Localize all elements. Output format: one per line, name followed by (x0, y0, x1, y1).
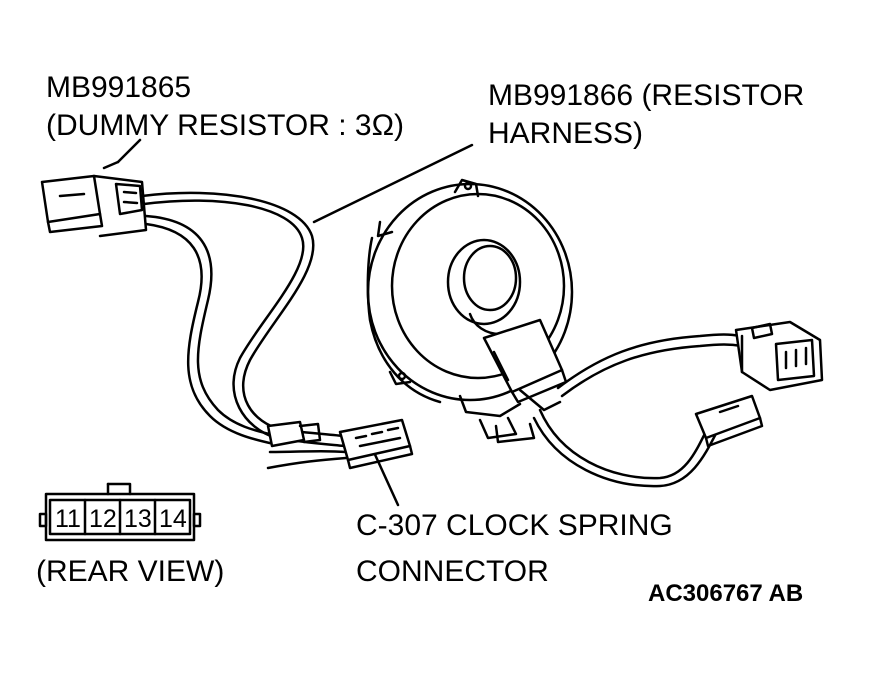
connector-pin-numbers: 11 12 13 14 (55, 505, 187, 533)
dummy-resistor-part-label: MB991865 (46, 71, 192, 104)
squib-connector (694, 394, 764, 448)
clock-spring-connector (482, 318, 568, 412)
dummy-resistor-desc-label: (DUMMY RESISTOR : 3Ω) (46, 109, 405, 142)
leader-line-dummy-resistor-tip (102, 160, 120, 170)
leader-line-dummy-resistor (116, 138, 142, 164)
leader-line-clock-spring-connector (370, 446, 400, 507)
clock-spring-connector-label-line1: C-307 CLOCK SPRING (356, 509, 673, 542)
pin-12: 12 (89, 505, 117, 533)
rear-view-label: (REAR VIEW) (36, 555, 225, 588)
dummy-resistor-connector (40, 174, 148, 238)
resistor-harness-wires (140, 191, 348, 470)
clock-spring (366, 178, 574, 444)
figure-code: AC306767 AB (648, 580, 804, 607)
clock-spring-output-wires (532, 333, 744, 488)
harness-connector-right (734, 320, 824, 392)
pin-14: 14 (159, 505, 187, 533)
leader-line-resistor-harness (312, 143, 474, 224)
connector-rear-view (38, 482, 202, 542)
pin-11: 11 (55, 505, 81, 533)
resistor-harness-desc-label: HARNESS) (488, 117, 644, 150)
pin-13: 13 (124, 505, 152, 533)
c307-connector (338, 418, 414, 470)
resistor-harness-part-label: MB991866 (RESISTOR (488, 79, 805, 112)
clock-spring-connector-label-line2: CONNECTOR (356, 555, 549, 588)
wire-sleeves (266, 420, 322, 448)
